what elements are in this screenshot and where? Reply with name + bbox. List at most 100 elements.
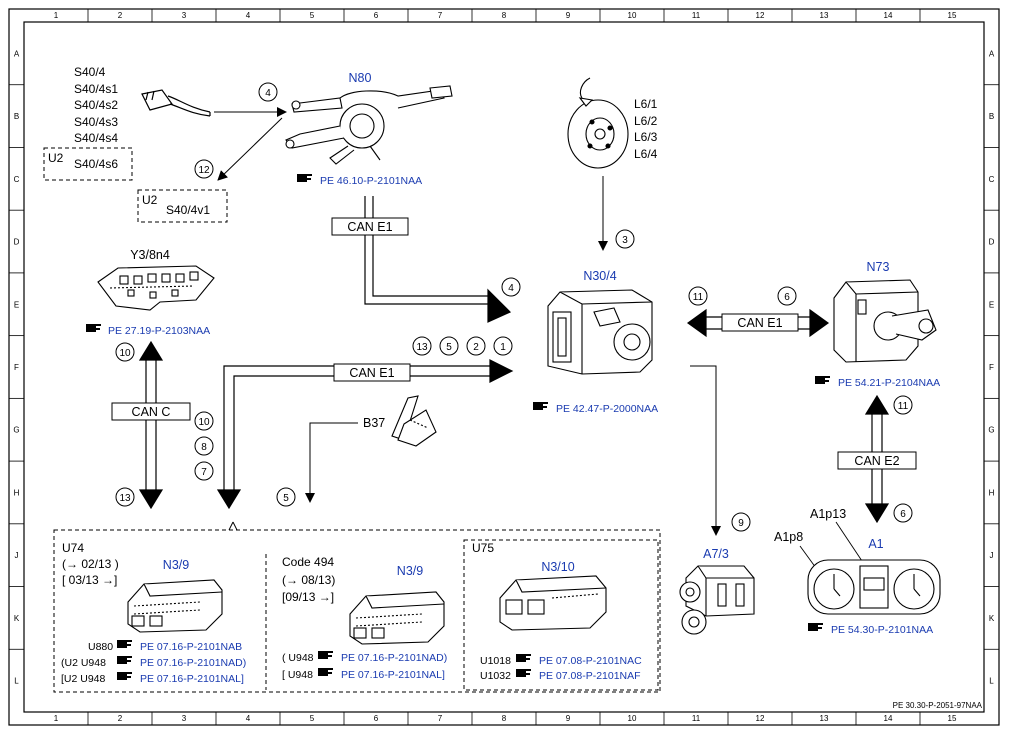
grid-column-label: 13 (820, 714, 829, 723)
svg-text:3: 3 (622, 235, 628, 246)
can-label-box (331, 217, 409, 236)
can-e1-bus-middle (216, 359, 514, 510)
svg-text:PE 46.10-P-2101NAA: PE 46.10-P-2101NAA (320, 175, 422, 187)
svg-text:9: 9 (738, 518, 744, 529)
grid-column-label: 15 (948, 11, 957, 20)
esp-control-unit-drawing (547, 289, 653, 375)
pedal-sensor-drawing (391, 395, 437, 447)
brake-disc-drawing (567, 77, 629, 169)
grid-row-label: J (990, 551, 994, 560)
grid-column-label: 3 (182, 11, 187, 20)
svg-text:4: 4 (265, 88, 271, 99)
n80-steering-column-module-drawing (285, 85, 453, 165)
svg-text:10: 10 (198, 417, 210, 428)
step-circle: 6 (777, 286, 797, 306)
code494-date-to: [09/13 →] (282, 590, 334, 604)
grid-row-label: C (989, 175, 995, 184)
u75-module-label: N3/10 (541, 560, 574, 574)
svg-text:( U948: ( U948 (282, 652, 314, 664)
signal-arrow (305, 422, 358, 503)
svg-text:PE 07.08-P-2101NAF: PE 07.08-P-2101NAF (539, 670, 641, 682)
switch-label: S40/4s1 (74, 82, 118, 96)
grid-row-label: H (14, 488, 20, 497)
step-circle: 13 (115, 487, 135, 507)
svg-text:PE 07.16-P-2101NAL]: PE 07.16-P-2101NAL] (140, 673, 244, 685)
u74-date-to: [ 03/13 →] (62, 573, 117, 587)
a7-3-label: A7/3 (703, 547, 729, 561)
u74-module-label: N3/9 (163, 558, 189, 572)
grid-column-label: 7 (438, 714, 443, 723)
grid-row-label: G (988, 426, 994, 435)
y3-8n4-label: Y3/8n4 (130, 248, 170, 262)
grid-column-label: 5 (310, 11, 315, 20)
can-e1-label: CAN E1 (347, 220, 392, 234)
svg-text:PE 42.47-P-2000NAA: PE 42.47-P-2000NAA (556, 403, 658, 415)
grid-column-label: 11 (692, 714, 701, 723)
code494-title: Code 494 (282, 555, 334, 569)
switch-label: S40/4s3 (74, 115, 118, 129)
can-e1-label: CAN E1 (349, 366, 394, 380)
step-circle: 11 (688, 286, 708, 306)
svg-text:PE 07.16-P-2101NAL]: PE 07.16-P-2101NAL] (341, 669, 445, 681)
n30-reference: PE 42.47-P-2000NAA (533, 402, 658, 415)
step-circle: 9 (731, 512, 751, 532)
svg-text:13: 13 (119, 493, 131, 504)
sensor-label: L6/2 (634, 114, 658, 128)
grid-column-label: 15 (948, 714, 957, 723)
sensor-label: L6/4 (634, 147, 658, 161)
grid-row-label: C (14, 175, 20, 184)
can-label-box (333, 363, 411, 382)
step-circle: 10 (115, 342, 135, 362)
can-c-label: CAN C (132, 405, 171, 419)
document-id: PE 30.30-P-2051-97NAA (893, 701, 983, 710)
grid-row-label: J (15, 551, 19, 560)
grid-column-label: 13 (820, 11, 829, 20)
grid-row-label: K (14, 614, 20, 623)
step-circle: 2 (466, 336, 486, 356)
grid-column-label: 5 (310, 714, 315, 723)
grid-column-label: 7 (438, 11, 443, 20)
u2-label: U2 (142, 193, 158, 207)
code494-date-from: (→ 08/13) (282, 573, 335, 587)
svg-text:(U2 U948: (U2 U948 (61, 657, 106, 669)
svg-text:PE 07.16-P-2101NAB: PE 07.16-P-2101NAB (140, 641, 242, 653)
grid-column-label: 1 (54, 11, 59, 20)
svg-text:PE 54.21-P-2104NAA: PE 54.21-P-2104NAA (838, 377, 940, 389)
grid-column-label: 8 (502, 11, 507, 20)
grid-row-label: A (989, 49, 995, 58)
step-circle: 6 (893, 503, 913, 523)
step-circle: 10 (194, 411, 214, 431)
grid-column-label: 6 (374, 11, 379, 20)
step-circle: 13 (412, 336, 432, 356)
svg-text:PE 07.08-P-2101NAC: PE 07.08-P-2101NAC (539, 655, 642, 667)
grid-column-label: 9 (566, 11, 571, 20)
u75-ref-row: U1018 PE 07.08-P-2101NAC (480, 654, 642, 667)
svg-text:7: 7 (201, 467, 207, 478)
grid-column-label: 12 (756, 714, 765, 723)
switch-label: S40/4s2 (74, 98, 118, 112)
u74-title: U74 (62, 541, 84, 555)
grid-column-label: 10 (628, 11, 637, 20)
u74-ref-row: (U2 U948 PE 07.16-P-2101NAD) (61, 656, 246, 669)
svg-text:U1032: U1032 (480, 670, 511, 682)
grid-column-label: 1 (54, 714, 59, 723)
code494-module-label: N3/9 (397, 564, 423, 578)
grid-column-label: 8 (502, 714, 507, 723)
can-c-bus (138, 340, 164, 510)
grid-column-label: 6 (374, 714, 379, 723)
grid-row-label: K (989, 614, 995, 623)
grid-row-label: G (13, 426, 19, 435)
svg-text:2: 2 (473, 342, 479, 353)
can-e1-bus-top (364, 196, 512, 323)
svg-text:11: 11 (693, 292, 704, 303)
n73-reference: PE 54.21-P-2104NAA (815, 376, 940, 389)
svg-text:11: 11 (898, 401, 909, 412)
code494-ref-row: [ U948 PE 07.16-P-2101NAL] (282, 668, 445, 681)
grid-row-label: L (14, 677, 19, 686)
n80-reference: PE 46.10-P-2101NAA (297, 174, 422, 187)
n30-4-label: N30/4 (583, 269, 616, 283)
grid-row-label: F (14, 363, 19, 372)
can-label-box (837, 451, 917, 470)
